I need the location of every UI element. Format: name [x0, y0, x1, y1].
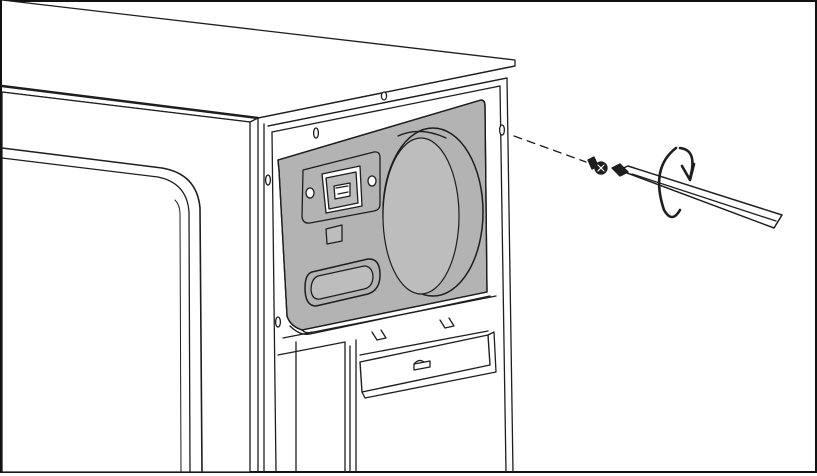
expansion-slot-cover — [359, 331, 497, 399]
case-side-panel — [1, 91, 265, 473]
ac-power-inlet — [301, 151, 381, 224]
psu-fan — [382, 127, 484, 297]
psu-socket — [304, 258, 381, 307]
side-window — [1, 147, 203, 473]
psu-switch — [325, 224, 343, 245]
screw — [513, 135, 608, 175]
rotation-arrow — [657, 146, 696, 219]
rear-panel — [264, 77, 514, 473]
